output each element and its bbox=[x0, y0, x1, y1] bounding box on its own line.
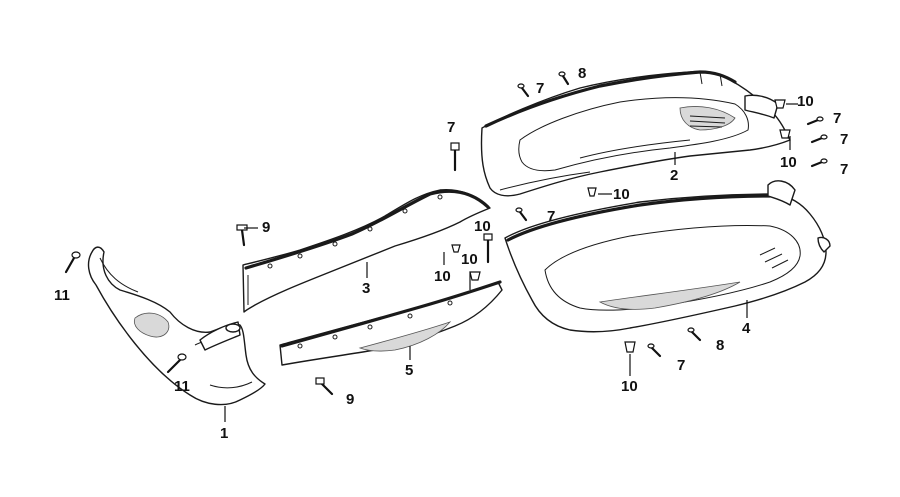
callout-5: 5 bbox=[405, 362, 413, 379]
callout-labels: 1 2 3 4 5 7 7 7 7 7 7 7 8 8 9 9 10 10 10… bbox=[54, 65, 848, 442]
callout-8-top: 8 bbox=[578, 65, 586, 82]
callout-10-right-top: 10 bbox=[797, 93, 814, 110]
screw-11-upper bbox=[64, 251, 81, 274]
callout-1: 1 bbox=[220, 425, 228, 442]
callout-10-mid: 10 bbox=[613, 186, 630, 203]
callout-10-clip-a: 10 bbox=[461, 251, 478, 268]
callout-9-lower: 9 bbox=[346, 391, 354, 408]
clip-10-bottom bbox=[624, 341, 636, 353]
fasteners bbox=[64, 71, 828, 396]
callout-10-bolt: 10 bbox=[474, 218, 491, 235]
callout-3: 3 bbox=[362, 280, 370, 297]
screw-7-right-1 bbox=[806, 116, 824, 126]
callout-7-top: 7 bbox=[536, 80, 544, 97]
screw-7-top bbox=[517, 83, 530, 98]
callout-4: 4 bbox=[742, 320, 751, 337]
screw-8-top bbox=[558, 71, 570, 86]
callout-7-right-3: 7 bbox=[840, 161, 848, 178]
screw-8-bottom bbox=[687, 327, 702, 342]
callout-11-upper: 11 bbox=[54, 287, 70, 304]
part-5-lower-side-strip bbox=[279, 280, 503, 366]
screw-7-right-2 bbox=[810, 134, 828, 144]
callout-7-mid: 7 bbox=[547, 208, 555, 225]
part-1-front-lower-cover bbox=[87, 246, 266, 406]
callout-10-right-mid: 10 bbox=[780, 154, 797, 171]
bolt-10-vertical bbox=[483, 233, 493, 264]
leader-lines bbox=[224, 103, 798, 422]
part-2-upper-body-cover bbox=[480, 70, 791, 197]
bolt-7-vertical bbox=[450, 142, 460, 172]
clip-10-near-3 bbox=[451, 244, 461, 253]
callout-7-right-2: 7 bbox=[840, 131, 848, 148]
clip-10-right-mid bbox=[779, 129, 791, 139]
callout-7-bottom: 7 bbox=[677, 357, 685, 374]
part-4-lower-body-cover bbox=[504, 180, 831, 333]
callout-10-bottom: 10 bbox=[621, 378, 638, 395]
screw-11-lower bbox=[166, 353, 187, 374]
callout-9-upper: 9 bbox=[262, 219, 270, 236]
callout-11-lower: 11 bbox=[174, 378, 190, 395]
callout-2: 2 bbox=[670, 167, 678, 184]
callout-10-clip-b: 10 bbox=[434, 268, 451, 285]
clip-10-mid bbox=[587, 187, 597, 197]
callout-7-bolt: 7 bbox=[447, 119, 455, 136]
screw-7-mid bbox=[515, 207, 528, 222]
part-3-side-strip bbox=[242, 189, 491, 313]
callout-8-bottom: 8 bbox=[716, 337, 724, 354]
clip-10-near-5 bbox=[469, 271, 481, 281]
clip-10-right-top bbox=[774, 99, 786, 109]
callout-7-right-1: 7 bbox=[833, 110, 841, 127]
screw-9-lower bbox=[315, 377, 334, 396]
screw-7-right-3 bbox=[810, 158, 828, 168]
screw-7-bottom bbox=[647, 343, 662, 358]
